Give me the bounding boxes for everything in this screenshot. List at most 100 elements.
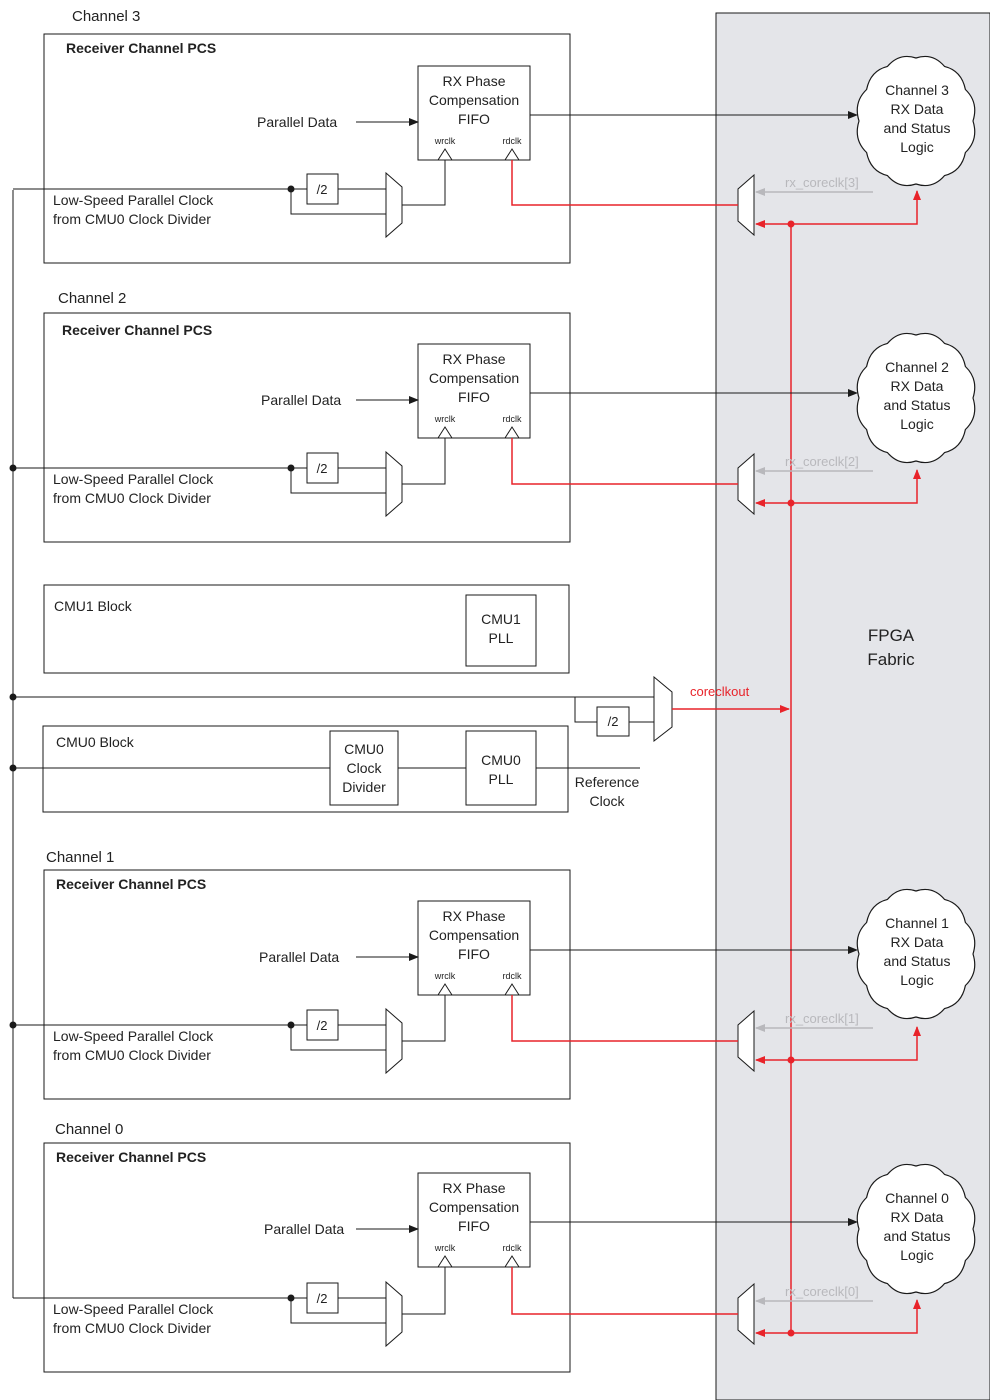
- clock-source-label: Low-Speed Parallel Clock: [53, 192, 214, 208]
- clock-mux: [385, 450, 403, 518]
- logic-cloud-shape: [856, 1163, 976, 1295]
- clock-divider-label: /2: [317, 461, 328, 476]
- rx-coreclk-label: rx_coreclk[3]: [785, 175, 859, 190]
- parallel-data-label: Parallel Data: [264, 1221, 344, 1237]
- rdclk-mux: [737, 1009, 755, 1073]
- coreclkout-div-path: [574, 697, 597, 723]
- logic-label: Logic: [900, 972, 933, 988]
- wrclk-wire: [402, 160, 446, 206]
- rx-fifo-label: Compensation: [429, 1199, 519, 1215]
- receiver-pcs-label: Receiver Channel PCS: [66, 40, 216, 56]
- rx-coreclk-label: rx_coreclk[0]: [785, 1284, 859, 1299]
- logic-label: RX Data: [891, 378, 944, 394]
- reference-clock-label-2: Clock: [589, 793, 625, 809]
- clock-divider-label: /2: [317, 182, 328, 197]
- logic-label: RX Data: [891, 101, 944, 117]
- wrclk-port-icon: [437, 983, 453, 996]
- wrclk-label: wrclk: [434, 1243, 456, 1253]
- logic-label: Channel 2: [885, 359, 949, 375]
- logic-cloud-shape: [856, 332, 976, 464]
- clock-branch-wire: [290, 468, 386, 494]
- receiver-pcs-label: Receiver Channel PCS: [56, 876, 206, 892]
- cmu1-pll-label-2: PLL: [489, 630, 514, 646]
- receiver-pcs-label: Receiver Channel PCS: [62, 322, 212, 338]
- rdclk-mux: [737, 173, 755, 237]
- rx-fifo-box: [417, 1172, 531, 1268]
- cmu0-pll-box: [465, 730, 537, 806]
- rx-fifo-label: Compensation: [429, 927, 519, 943]
- clock-source-label: from CMU0 Clock Divider: [53, 1047, 211, 1063]
- rx-fifo-box: [417, 65, 531, 161]
- rdclk-wire: [511, 160, 738, 206]
- rdclk-mux: [737, 1282, 755, 1346]
- logic-label: and Status: [884, 953, 951, 969]
- clock-source-label: Low-Speed Parallel Clock: [53, 471, 214, 487]
- clock-mux: [385, 171, 403, 239]
- wrclk-label: wrclk: [434, 136, 456, 146]
- rx-fifo-label: Compensation: [429, 92, 519, 108]
- rx-fifo-label: FIFO: [458, 946, 490, 962]
- channel-group: Channel 3 Receiver Channel PCS RX PhaseCom…: [13, 8, 976, 264]
- clock-mux: [385, 1007, 403, 1075]
- cmu1-block-title: CMU1 Block: [54, 598, 133, 614]
- coreclkout-label: coreclkout: [690, 684, 750, 699]
- wrclk-label: wrclk: [434, 414, 456, 424]
- wrclk-port-icon: [437, 1255, 453, 1268]
- parallel-data-label: Parallel Data: [257, 114, 337, 130]
- wrclk-port-icon: [437, 148, 453, 161]
- cmu0-pll-label-1: CMU0: [481, 752, 521, 768]
- logic-cloud-shape: [856, 888, 976, 1020]
- cmu1-pll-box: [465, 594, 537, 667]
- logic-label: and Status: [884, 120, 951, 136]
- coreclkout-divider: [596, 706, 630, 737]
- rdclk-port-icon: [504, 426, 520, 439]
- logic-cloud-shape: [856, 55, 976, 187]
- cmu0-pll-label-2: PLL: [489, 771, 514, 787]
- logic-label: and Status: [884, 397, 951, 413]
- fpga-fabric-region: [715, 12, 990, 1400]
- rx-fifo-label: RX Phase: [442, 351, 505, 367]
- clock-divider-box: [306, 173, 339, 205]
- channel-title: Channel 1: [46, 849, 114, 866]
- coreclk-to-logic-arrow: [791, 190, 921, 225]
- coreclk-to-logic-arrow: [791, 1026, 921, 1061]
- coreclk-to-logic-arrow: [791, 1299, 921, 1334]
- clock-mux: [385, 1280, 403, 1348]
- channel-title: Channel 3: [72, 8, 140, 25]
- wrclk-wire: [402, 1267, 446, 1315]
- rdclk-port-icon: [504, 148, 520, 161]
- rx-fifo-label: FIFO: [458, 111, 490, 127]
- rdclk-port-icon: [504, 983, 520, 996]
- rx-fifo-label: RX Phase: [442, 73, 505, 89]
- logic-label: RX Data: [891, 1209, 944, 1225]
- logic-label: Channel 3: [885, 82, 949, 98]
- cmu1-pll-label-1: CMU1: [481, 611, 521, 627]
- cmu0-divider-label-2: Clock: [346, 760, 382, 776]
- coreclkout-divider-label: /2: [608, 714, 619, 729]
- rdclk-label: rdclk: [502, 136, 522, 146]
- clock-source-label: Low-Speed Parallel Clock: [53, 1301, 214, 1317]
- clock-divider-label: /2: [317, 1018, 328, 1033]
- rdclk-wire: [511, 995, 738, 1042]
- rdclk-label: rdclk: [502, 1243, 522, 1253]
- clock-divider-box: [306, 1282, 339, 1314]
- logic-label: Logic: [900, 416, 933, 432]
- wrclk-label: wrclk: [434, 971, 456, 981]
- logic-label: RX Data: [891, 934, 944, 950]
- clock-divider-box: [306, 452, 339, 484]
- parallel-data-label: Parallel Data: [259, 949, 339, 965]
- rdclk-wire: [511, 438, 738, 485]
- logic-label: Channel 0: [885, 1190, 949, 1206]
- logic-label: and Status: [884, 1228, 951, 1244]
- rx-coreclk-label: rx_coreclk[2]: [785, 454, 859, 469]
- clock-source-label: from CMU0 Clock Divider: [53, 211, 211, 227]
- clock-source-label: from CMU0 Clock Divider: [53, 490, 211, 506]
- cmu0-clock-divider-box: [329, 730, 399, 806]
- wrclk-wire: [402, 995, 446, 1042]
- clock-divider-label: /2: [317, 1291, 328, 1306]
- reference-clock-label-1: Reference: [575, 774, 640, 790]
- clock-source-label: Low-Speed Parallel Clock: [53, 1028, 214, 1044]
